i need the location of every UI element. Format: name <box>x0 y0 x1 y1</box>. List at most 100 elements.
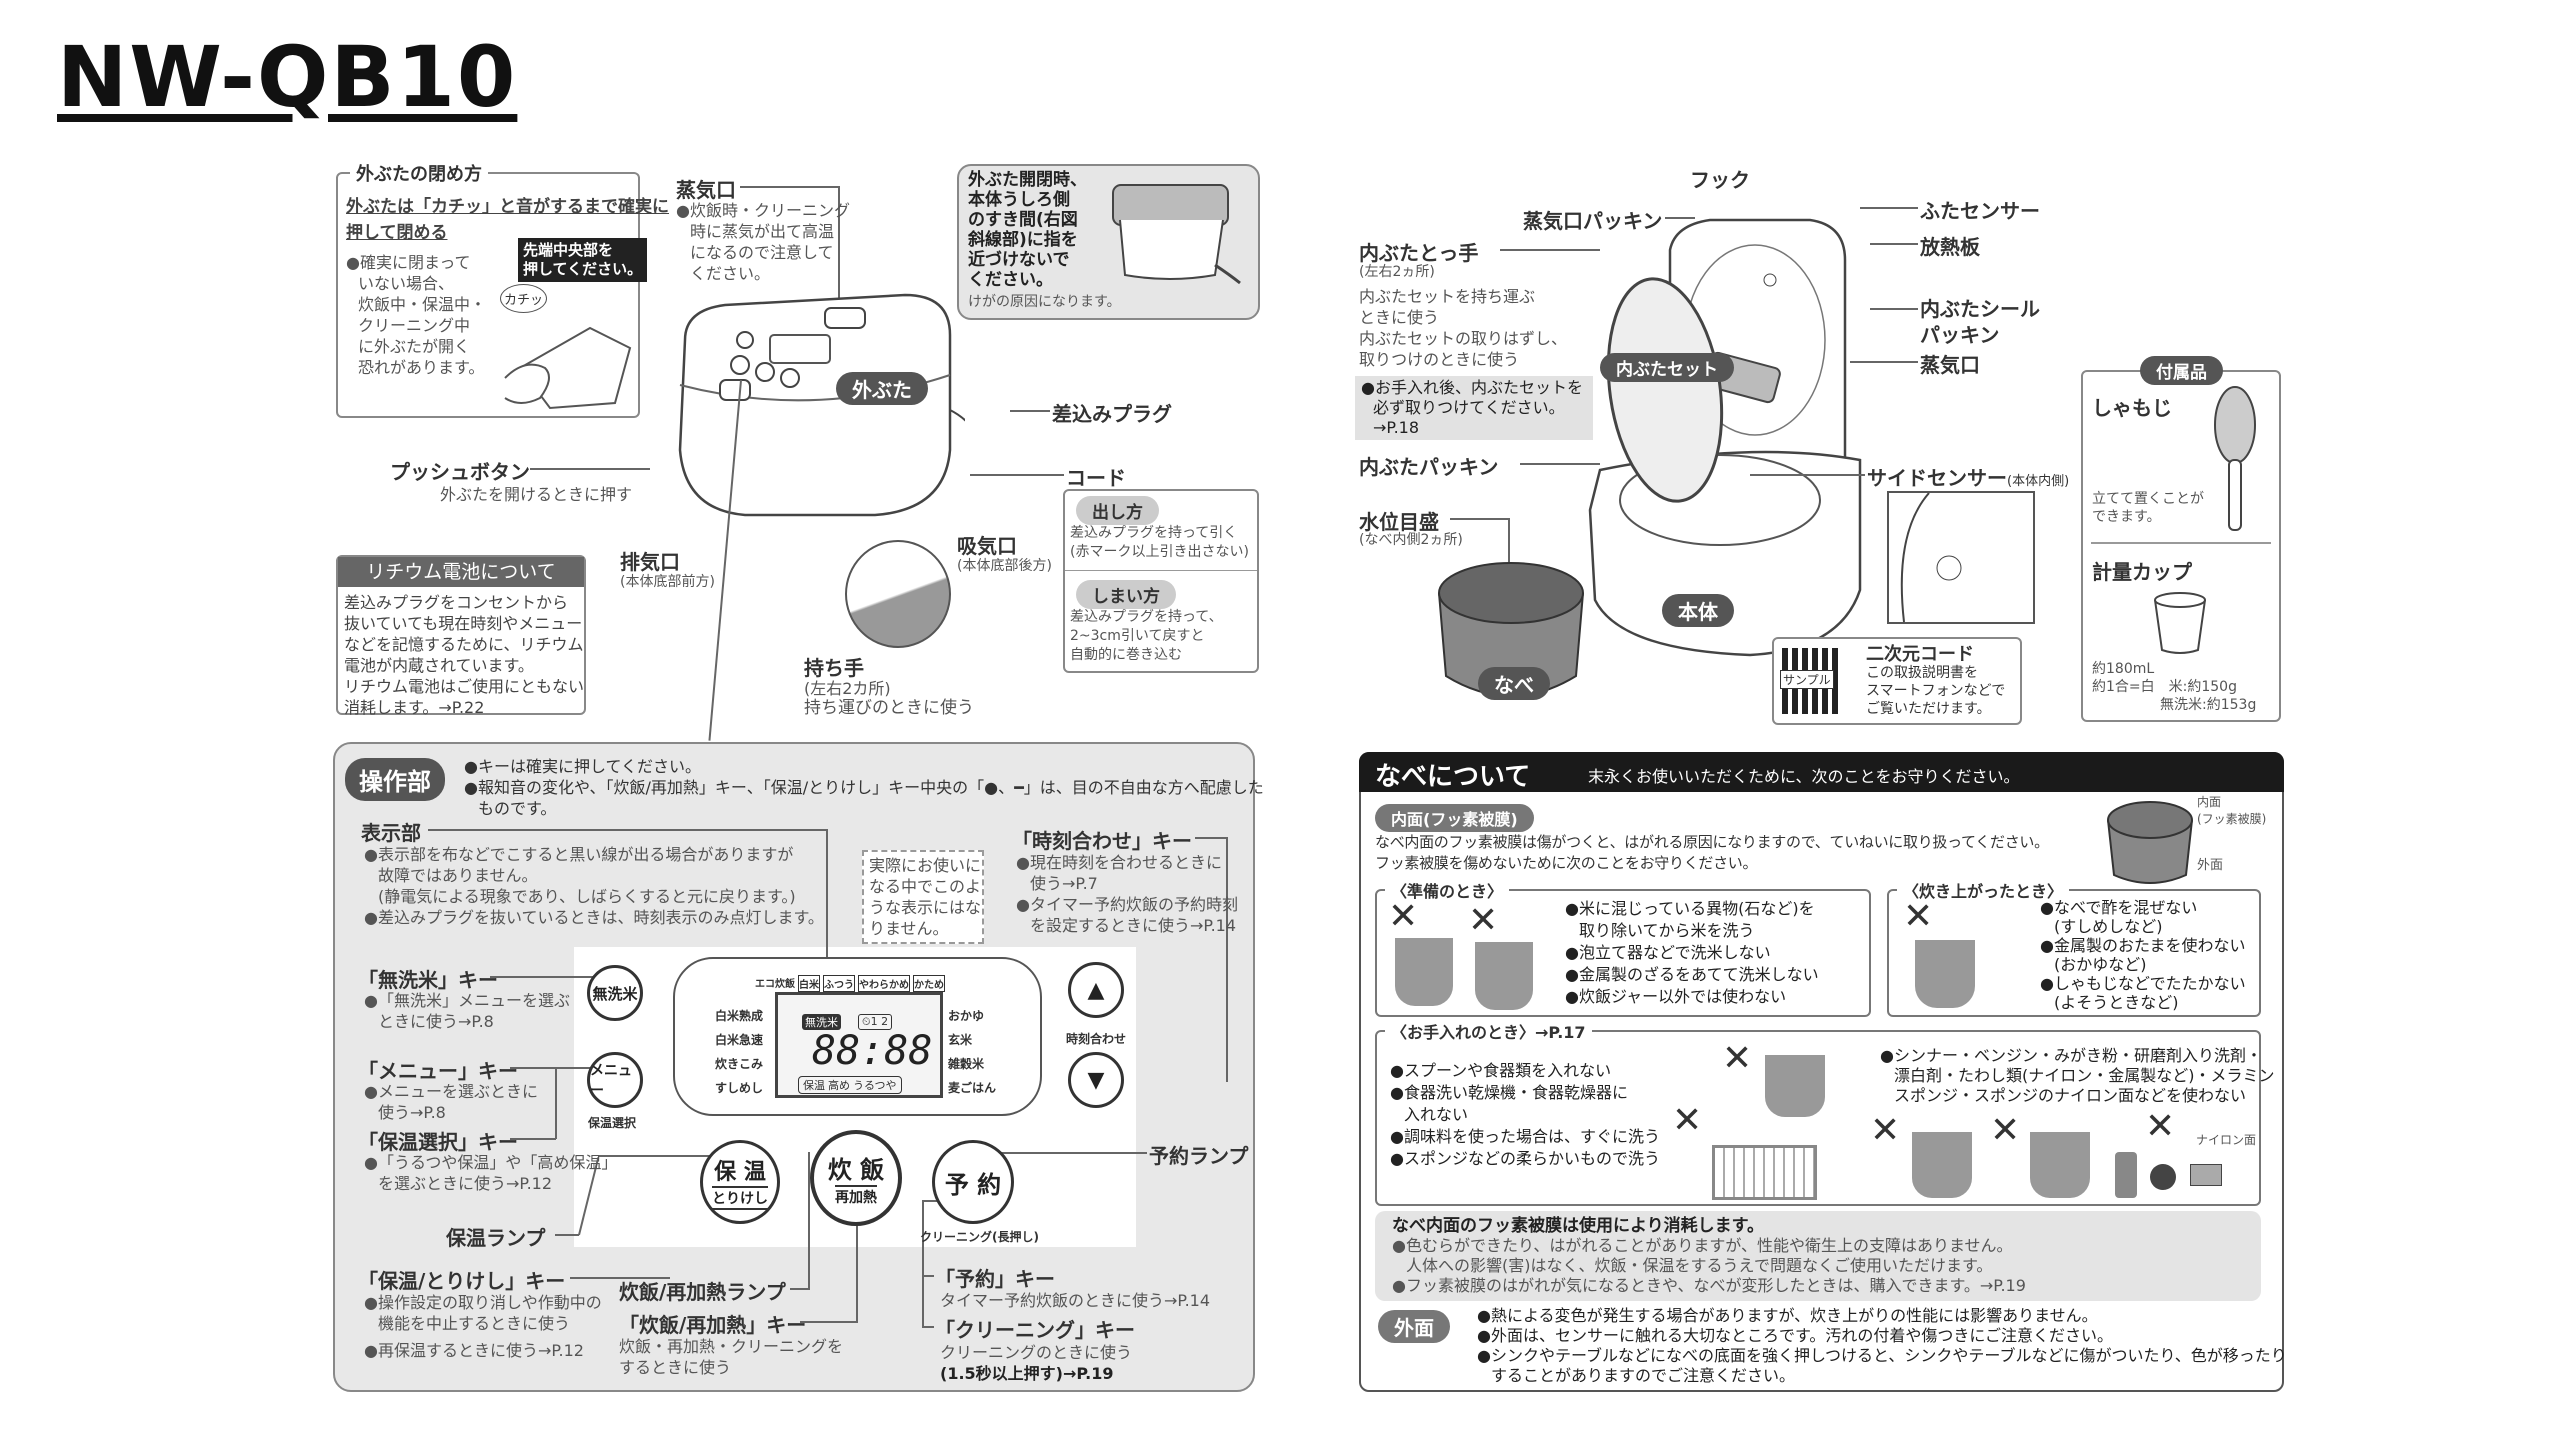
pot-surface-diagram <box>2107 801 2193 884</box>
inner-lid-set-illustration <box>1606 277 1724 503</box>
cooker-back-illustration <box>1112 184 1241 285</box>
cross-icon: ✕ <box>1870 1110 1901 1151</box>
diagram-outer-label: 外面 <box>2197 858 2224 873</box>
clock-key-label: 「時刻合わせ」キー <box>1012 829 1192 853</box>
inner-lid-set-badge: 内ぶたセット <box>1600 353 1734 382</box>
timer-lamp-label: 予約ランプ <box>1149 1144 1249 1168</box>
inner-seal-label: 内ぶたシールパッキン <box>1920 297 2040 347</box>
prep-box <box>1375 889 1871 1017</box>
outer-surface-badge: 外面 <box>1378 1310 1450 1343</box>
cleaning-key-text: クリーニングのときに使う(1.5秒以上押す)→P.19 <box>940 1343 1133 1383</box>
exhaust-label: 排気口 <box>620 550 680 574</box>
spatula-illustration <box>2214 386 2256 531</box>
steam-packing-label: 蒸気口パッキン <box>1523 209 1663 233</box>
cord-out-text: 差込みプラグを持って引く(赤マーク以上引き出さない) <box>1070 525 1249 560</box>
spatula-label: しゃもじ <box>2092 396 2172 420</box>
menu-key-label: 「メニュー」キー <box>358 1059 518 1083</box>
clock-down-button[interactable]: ▼ <box>1068 1052 1124 1108</box>
side-sensor-label: サイドセンサー(本体内側) <box>1867 466 2070 490</box>
pot-section-header <box>1359 752 2284 792</box>
close-lid-heading: 外ぶたの閉め方 <box>350 160 488 186</box>
click-bubble: カチッ <box>500 284 548 313</box>
handle-label: 持ち手 <box>804 656 864 680</box>
intake-sub: (本体底部後方) <box>957 558 1052 574</box>
cook-key-label: 「炊飯/再加熱」キー <box>619 1313 807 1337</box>
cleaning-sublabel: クリーニング(長押し) <box>920 1230 1039 1244</box>
cord-label: コード <box>1066 466 1126 490</box>
cooked-items: ●なべで酢を混ぜない(すしめしなど)●金属製のおたまを使わない(おかゆなど)●し… <box>2040 898 2246 1012</box>
lcd-top-row: エコ炊飯白米ふつうやわらかめかため <box>755 975 945 992</box>
qr-code-title: 二次元コード <box>1866 644 1974 665</box>
clock-key-text: ●現在時刻を合わせるときに使う→P.7●タイマー予約炊飯の予約時刻を設定するとき… <box>1016 853 1238 935</box>
heat-plate-label: 放熱板 <box>1920 235 1980 259</box>
cook-reheat-button[interactable]: 炊 飯再加熱 <box>810 1130 902 1226</box>
finger-warning-note: けがの原因になります。 <box>968 294 1121 310</box>
wear-box <box>1375 1211 2261 1301</box>
cross-icon: ✕ <box>1672 1100 1703 1141</box>
musenmai-key-text: ●「無洗米」メニューを選ぶときに使う→P.8 <box>364 991 570 1031</box>
outer-lid-badge: 外ぶた <box>836 372 928 405</box>
pot-illustration <box>1438 562 1584 697</box>
keep-select-key-label: 「保温選択」キー <box>358 1130 518 1154</box>
clock-sublabel: 時刻合わせ <box>1066 1032 1127 1046</box>
pot-section-title: なべについて <box>1375 762 1531 792</box>
pot-washing-illustration <box>1395 938 1453 1006</box>
scrubber-illustration <box>2150 1164 2176 1190</box>
handle-sub: (左右2カ所) <box>804 679 891 698</box>
cooked-box <box>1887 889 2261 1017</box>
keep-cancel-button[interactable]: 保 温とりけし <box>700 1140 780 1224</box>
display-label: 表示部 <box>361 821 421 845</box>
care-left-items: ●スプーンや食器類を入れない●食器洗い乾燥機・食器乾燥器に入れない●調味料を使っ… <box>1390 1061 1660 1168</box>
cross-icon: ✕ <box>2145 1106 2176 1147</box>
lcd-time: 88:88 <box>812 1028 933 1074</box>
side-sensor-inset <box>1887 491 2035 624</box>
dish-rack-illustration <box>1712 1145 1817 1200</box>
timer-button[interactable]: 予 約 <box>932 1140 1014 1224</box>
cross-icon: ✕ <box>1903 896 1934 937</box>
inner-lid-note: ●お手入れ後、内ぶたセットを必ず取りつけてください。→P.18 <box>1355 376 1593 440</box>
inner-lid-handle-label: 内ぶたとっ手 <box>1359 241 1479 265</box>
operation-badge: 操作部 <box>345 758 445 801</box>
cook-lamp-label: 炊飯/再加熱ランプ <box>619 1280 786 1304</box>
pot-cooked-illustration <box>1915 940 1975 1008</box>
keep-cancel-key-label: 「保温/とりけし」キー <box>358 1269 566 1293</box>
spatula-text: 立てて置くことができます。 <box>2092 491 2204 525</box>
cross-icon: ✕ <box>1468 900 1499 941</box>
lcd-mode: 無洗米 <box>802 1014 841 1030</box>
display-note-box: 実際にお使いになる中でこのような表示にはなりません。 <box>862 850 984 944</box>
wear-items: ●色むらができたり、はがれることがありますが、性能や衛生上の支障はありません。人… <box>1392 1236 2026 1295</box>
keep-cancel-key-text: ●操作設定の取り消しや作動中の機能を中止するときに使う●再保温するときに使う→P… <box>364 1293 602 1360</box>
exhaust-sub: (本体底部前方) <box>620 574 715 590</box>
close-lid-bullet: ●確実に閉まっていない場合、炊飯中・保温中・クリーニング中に外ぶたが開く恐れがあ… <box>346 253 487 377</box>
musenmai-button[interactable]: 無洗米 <box>587 965 643 1021</box>
cord-in-title: しまい方 <box>1076 580 1176 609</box>
nylon-label: ナイロン面 <box>2196 1133 2257 1147</box>
clock-up-button[interactable]: ▲ <box>1068 962 1124 1018</box>
push-button-text: 外ぶたを開けるときに押す <box>440 485 633 504</box>
display-text: ●表示部を布などでこすると黒い線が出る場合がありますが故障ではありません。(静電… <box>364 845 824 927</box>
lcd-right-menus: おかゆ玄米雑穀米麦ごはん <box>948 1009 997 1095</box>
musenmai-key-label: 「無洗米」キー <box>358 968 498 992</box>
timer-key-label: 「予約」キー <box>935 1267 1055 1291</box>
close-lid-instruction-2: 押して閉める <box>346 223 448 243</box>
pot-badge: なべ <box>1478 667 1550 700</box>
lid-sensor-label: ふたセンサー <box>1920 199 2040 223</box>
water-level-sub: (なべ内側2ヵ所) <box>1359 532 1463 548</box>
diagram-inner-label: 内面(フッ素被膜) <box>2197 795 2267 826</box>
lcd-timer-icons: ⏲1 2 <box>858 1014 893 1030</box>
pot-whisk-illustration <box>1475 942 1533 1010</box>
care-right-items: ●シンナー・ベンジン・みがき粉・研磨剤入り洗剤・漂白剤・たわし類(ナイロン・金属… <box>1880 1046 2275 1105</box>
rice-cooker-illustration <box>678 293 965 517</box>
lcd-left-menus: 白米熟成白米急速炊きこみすしめし <box>715 1009 764 1095</box>
close-lid-instruction: 外ぶたは「カチッ」と音がするまで確実に <box>346 197 669 217</box>
prep-title: 〈準備のとき〉 <box>1385 878 1510 902</box>
menu-button[interactable]: メニュー <box>587 1052 643 1108</box>
menu-key-text: ●メニューを選ぶときに使う→P.8 <box>364 1082 538 1122</box>
finger-warning-text: 外ぶた開閉時、本体うしろ側のすき間(右図斜線部)に指を近づけないでください。 <box>968 170 1087 290</box>
inner-surface-text: なべ内面のフッ素被膜は傷がつくと、はがれる原因になりますので、ていねいに取り扱っ… <box>1375 833 2049 872</box>
operation-notes: ●キーは確実に押してください。●報知音の変化や、「炊飯/再加熱」キー、「保温/と… <box>464 757 1264 818</box>
inner-lid-handle-sub: (左右2ヵ所) <box>1359 264 1435 280</box>
inner-steam-vent-label: 蒸気口 <box>1920 353 1980 377</box>
detergent-bottle-illustration <box>2115 1152 2137 1198</box>
